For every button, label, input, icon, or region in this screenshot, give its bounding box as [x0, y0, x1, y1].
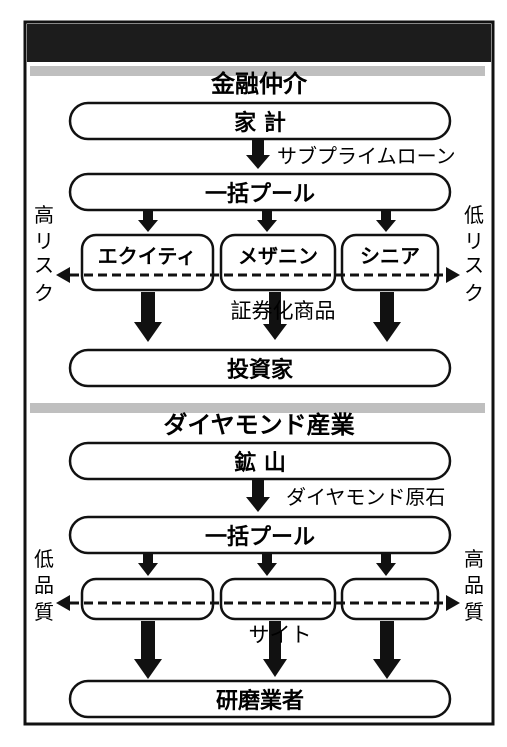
arrow-shaft [143, 554, 153, 564]
arrow-head [376, 563, 396, 576]
grade-box-low [80, 577, 215, 621]
right-axis-char: ク [464, 281, 484, 305]
left-axis-char: ス [34, 253, 54, 277]
arrow-head [134, 659, 162, 679]
node-pool-label: 一括プール [205, 182, 315, 207]
node-investors-label: 投資家 [227, 357, 294, 383]
node-pool-label: 一括プール [205, 525, 315, 550]
right-axis-char: リ [464, 229, 484, 253]
left-axis-char: ク [34, 281, 54, 305]
right-axis-char: 質 [464, 600, 484, 624]
section-top-band [30, 66, 485, 76]
quality-scale-arrowhead-right [446, 595, 460, 611]
left-axis-char: 品 [34, 573, 54, 597]
risk-scale-arrowhead-left [56, 267, 70, 283]
product-label-securitized: 証券化商品 [231, 299, 336, 323]
left-axis-char: リ [34, 229, 54, 253]
node-polishers [68, 679, 452, 719]
quality-scale-arrowhead-left [56, 595, 70, 611]
risk-scale-arrowhead-right [446, 267, 460, 283]
right-axis-char: 品 [464, 573, 484, 597]
tranche-senior-label: シニア [360, 244, 420, 268]
tranche-mezzanine [219, 233, 337, 292]
node-polishers-label: 研磨業者 [216, 689, 304, 714]
header-band [27, 24, 491, 62]
arrow-shaft [269, 621, 281, 661]
arrow-head [373, 659, 401, 679]
left-axis-char: 高 [34, 203, 54, 227]
arrow-shaft [381, 211, 391, 221]
section-bottom-band [30, 403, 485, 413]
arrow-head [376, 220, 396, 232]
arrow-head [134, 322, 162, 342]
grade-box-mid [219, 577, 337, 621]
arrow-shaft [381, 554, 391, 564]
arrow-shaft [252, 480, 264, 498]
arrow-shaft [252, 140, 264, 156]
grade-box-high [340, 577, 440, 621]
arrow-shaft [380, 292, 394, 324]
right-axis-char: 低 [464, 203, 484, 227]
node-pool [68, 515, 452, 555]
right-axis-char: 高 [464, 547, 484, 571]
arrow-shaft [141, 292, 155, 324]
tranche-mezzanine-label: メザニン [238, 244, 318, 268]
product-label-sight: サイト [249, 623, 312, 647]
arrow-shaft [262, 211, 272, 221]
node-pool [68, 172, 452, 212]
arrow-shaft [143, 211, 153, 221]
section-top-title: 金融仲介 [210, 70, 308, 98]
section-bottom-title: ダイヤモンド産業 [163, 411, 354, 439]
node-household-label: 家 計 [234, 110, 286, 136]
arrow-head [257, 563, 277, 576]
arrow-head [257, 220, 277, 232]
tranche-equity-label: エクイティ [98, 244, 196, 268]
left-axis-char: 低 [34, 547, 54, 571]
arrow-head [246, 497, 270, 512]
left-axis-char: 質 [34, 600, 54, 624]
right-axis-char: ス [464, 253, 484, 277]
flow-label-rough-diamond: ダイヤモンド原石 [286, 485, 445, 509]
node-mine-label: 鉱 山 [234, 450, 286, 476]
node-mine [68, 441, 452, 481]
arrow-shaft [262, 554, 272, 564]
arrow-head [263, 324, 287, 340]
arrow-shaft [380, 621, 394, 661]
arrow-head [138, 220, 158, 232]
node-investors [68, 348, 452, 388]
outer-frame [23, 20, 495, 726]
arrow-shaft [269, 292, 281, 326]
flow-label-subprime: サブプライムローン [277, 144, 456, 168]
node-household [68, 101, 452, 141]
arrow-head [373, 322, 401, 342]
arrow-shaft [141, 621, 155, 661]
arrow-head [246, 155, 270, 169]
arrow-head [263, 659, 287, 677]
arrow-head [138, 563, 158, 576]
